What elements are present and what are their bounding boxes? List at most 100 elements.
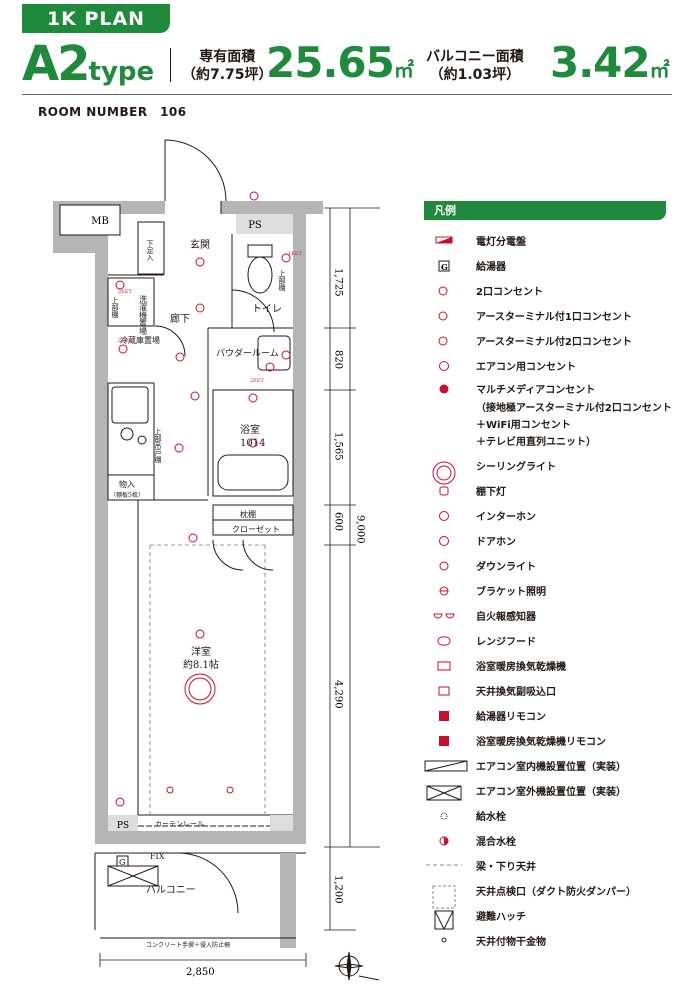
label-western-room: 洋室: [191, 645, 211, 658]
dimension-lines: [99, 207, 380, 967]
M-icon: [424, 383, 464, 398]
legend-item-label: エアコン用コンセント: [476, 362, 576, 373]
label-railing-note: コンクリート手摺＋侵入防止柵: [146, 941, 230, 949]
balcony-area-value: 3.42: [550, 38, 651, 87]
partitions: [107, 221, 294, 816]
label-genkan: 玄関: [190, 238, 210, 251]
label-storage-note: （棚板5枚）: [110, 491, 144, 499]
private-area-value-block: 25.65㎡: [266, 40, 414, 86]
ps-top-label: PS: [248, 220, 262, 231]
type-title: A2type: [22, 38, 154, 98]
label-bath-size: 1014: [240, 438, 265, 449]
legend-item-label: 給湯器: [476, 262, 506, 273]
legend-item-label: 避難ハッチ: [476, 912, 526, 923]
svg-text:2EET: 2EET: [118, 338, 132, 344]
electrical-symbols: [115, 191, 291, 827]
svg-text:1,565: 1,565: [333, 432, 344, 461]
legend-title: 凡例: [424, 201, 666, 220]
acout-icon: [424, 785, 464, 804]
acin-icon: [424, 760, 468, 775]
svg-text:1,725: 1,725: [333, 268, 344, 297]
label-cabinet: 上部吊戸棚: [154, 427, 162, 464]
legend-item-label: ダウンライト: [476, 562, 536, 573]
legend-item-label: 電灯分電盤: [476, 237, 526, 248]
legend-item-label: ブラケット照明: [476, 587, 546, 598]
outlet2eet-icon: [424, 335, 464, 350]
plan-tag: 1K PLAN: [22, 4, 170, 33]
type-letter: A2: [22, 36, 91, 92]
down-icon: [424, 560, 464, 575]
bathtub: [217, 454, 289, 491]
bracket-icon: [424, 585, 464, 600]
private-area-label: 専有面積: [199, 49, 256, 65]
I-icon: [424, 510, 464, 525]
balcony-area-label: バルコニー面積: [426, 49, 524, 65]
floor-plan: MB PS: [53, 139, 380, 981]
mb-box: [59, 204, 121, 236]
washer-door: [154, 325, 186, 357]
legend-item-label: 浴室暖房換気乾燥機リモコン: [476, 737, 606, 748]
toilet-bowl: [247, 256, 273, 294]
closet-door: [212, 539, 274, 571]
svg-text:1,200: 1,200: [333, 875, 344, 904]
ps-bottom-label: PS: [117, 821, 129, 831]
label-fix: FIX: [150, 852, 165, 861]
AC-icon: [424, 360, 464, 375]
header-rule: [22, 94, 672, 95]
balcony-area-tsubo: （約1.03坪）: [429, 67, 521, 83]
label-western-size: 約8.1帖: [183, 658, 219, 671]
svg-text:4,290: 4,290: [333, 680, 344, 709]
shelf-icon: [424, 485, 464, 500]
label-toilet-shelf: 上部棚: [278, 269, 286, 292]
label-powder-room: パウダールーム: [216, 347, 279, 359]
legend-item-label: アースターミナル付2口コンセント: [476, 337, 632, 348]
legend-item-label: ＋テレビ用直列ユニット）: [476, 437, 596, 448]
D-icon: [424, 535, 464, 550]
compass-icon: [334, 951, 380, 981]
private-area-value: 25.65: [266, 38, 395, 87]
legend-item-label: 給水栓: [476, 812, 506, 823]
legend-item-label: 2口コンセント: [476, 287, 543, 298]
label-curtain-rail: カーテンレール: [155, 820, 204, 828]
room-number: ROOM NUMBER 106: [38, 105, 187, 119]
label-bath: 浴室: [240, 423, 260, 436]
legend-item-label: 梁・下り天井: [476, 862, 536, 873]
legend-item-label: エアコン室外機設置位置（実装）: [476, 787, 626, 798]
legend-item-label: （接地極アースターミナル付2口コンセント: [476, 403, 672, 414]
mix-icon: [424, 835, 464, 850]
legend-item-label: 棚下灯: [476, 487, 506, 498]
ps-bottom-box: [108, 815, 138, 831]
hood-icon: [424, 635, 464, 650]
legend-item-label: 天井付物干金物: [476, 937, 546, 948]
legend-item-label: シーリングライト: [476, 462, 556, 473]
type-word: type: [88, 57, 155, 87]
label-g: G: [119, 858, 125, 867]
label-upper-shelf: 上部棚: [111, 296, 119, 319]
label-fridge: 冷蔵庫置場: [120, 335, 160, 345]
svg-text:820: 820: [333, 350, 344, 369]
private-area-unit: ㎡: [393, 58, 414, 82]
label-storage: 物入: [119, 479, 135, 489]
bathdry-icon: [424, 660, 464, 675]
svg-text:2EET: 2EET: [250, 378, 264, 384]
private-area-label-block: 専有面積 （約7.75坪）: [182, 48, 273, 84]
R-icon: [424, 710, 464, 725]
svg-text:2EET: 2EET: [118, 289, 132, 295]
label-hallway: 廊下: [170, 312, 190, 325]
panel-icon: [424, 235, 464, 248]
legend-item-label: 混合水栓: [476, 837, 516, 848]
legend-item-label: 浴室暖房換気乾燥機: [476, 662, 566, 673]
hook-icon: [424, 935, 464, 948]
legend-item-label: 天井点検口（ダクト防火ダンパー）: [476, 887, 636, 898]
smoke-icon: [424, 610, 464, 625]
room-labels: 玄関 下足入 上部棚 洗濯機置場 冷蔵庫置場 廊下 トイレ 上部棚 パウダールー…: [110, 238, 286, 949]
label-shoe-box: 下足入: [146, 240, 154, 261]
legend-item-label: アースターミナル付1口コンセント: [476, 312, 632, 323]
svg-text:1EET: 1EET: [288, 251, 302, 257]
water-icon: [424, 810, 464, 825]
label-toilet: トイレ: [252, 304, 282, 315]
balcony-area: [94, 852, 306, 948]
balcony-area-unit: ㎡: [649, 58, 670, 82]
svg-text:600: 600: [333, 512, 344, 531]
legend-item-label: 給湯器リモコン: [476, 712, 546, 723]
